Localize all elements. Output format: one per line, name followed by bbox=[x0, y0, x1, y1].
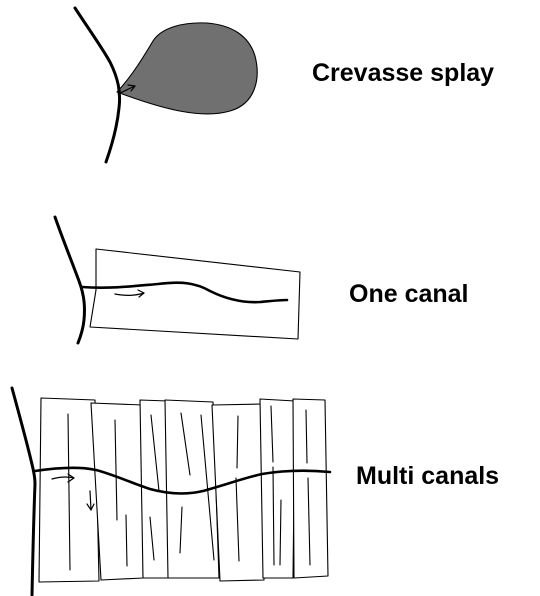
crevasse-splay-label: Crevasse splay bbox=[312, 59, 494, 87]
river-bank bbox=[55, 217, 84, 343]
one-canal-panel: One canal bbox=[55, 217, 469, 343]
splay-shape bbox=[117, 23, 257, 114]
river-bank bbox=[12, 388, 35, 595]
multi-canals-label: Multi canals bbox=[356, 462, 499, 490]
multi-canals-panel: Multi canals bbox=[12, 388, 499, 595]
field-strips bbox=[39, 398, 328, 582]
field-strip bbox=[260, 399, 295, 578]
one-canal-label: One canal bbox=[349, 280, 469, 308]
field-strip bbox=[293, 399, 328, 578]
floodplain-polygon bbox=[90, 249, 300, 339]
crevasse-splay-panel: Crevasse splay bbox=[75, 8, 494, 162]
river-bank bbox=[75, 8, 120, 162]
